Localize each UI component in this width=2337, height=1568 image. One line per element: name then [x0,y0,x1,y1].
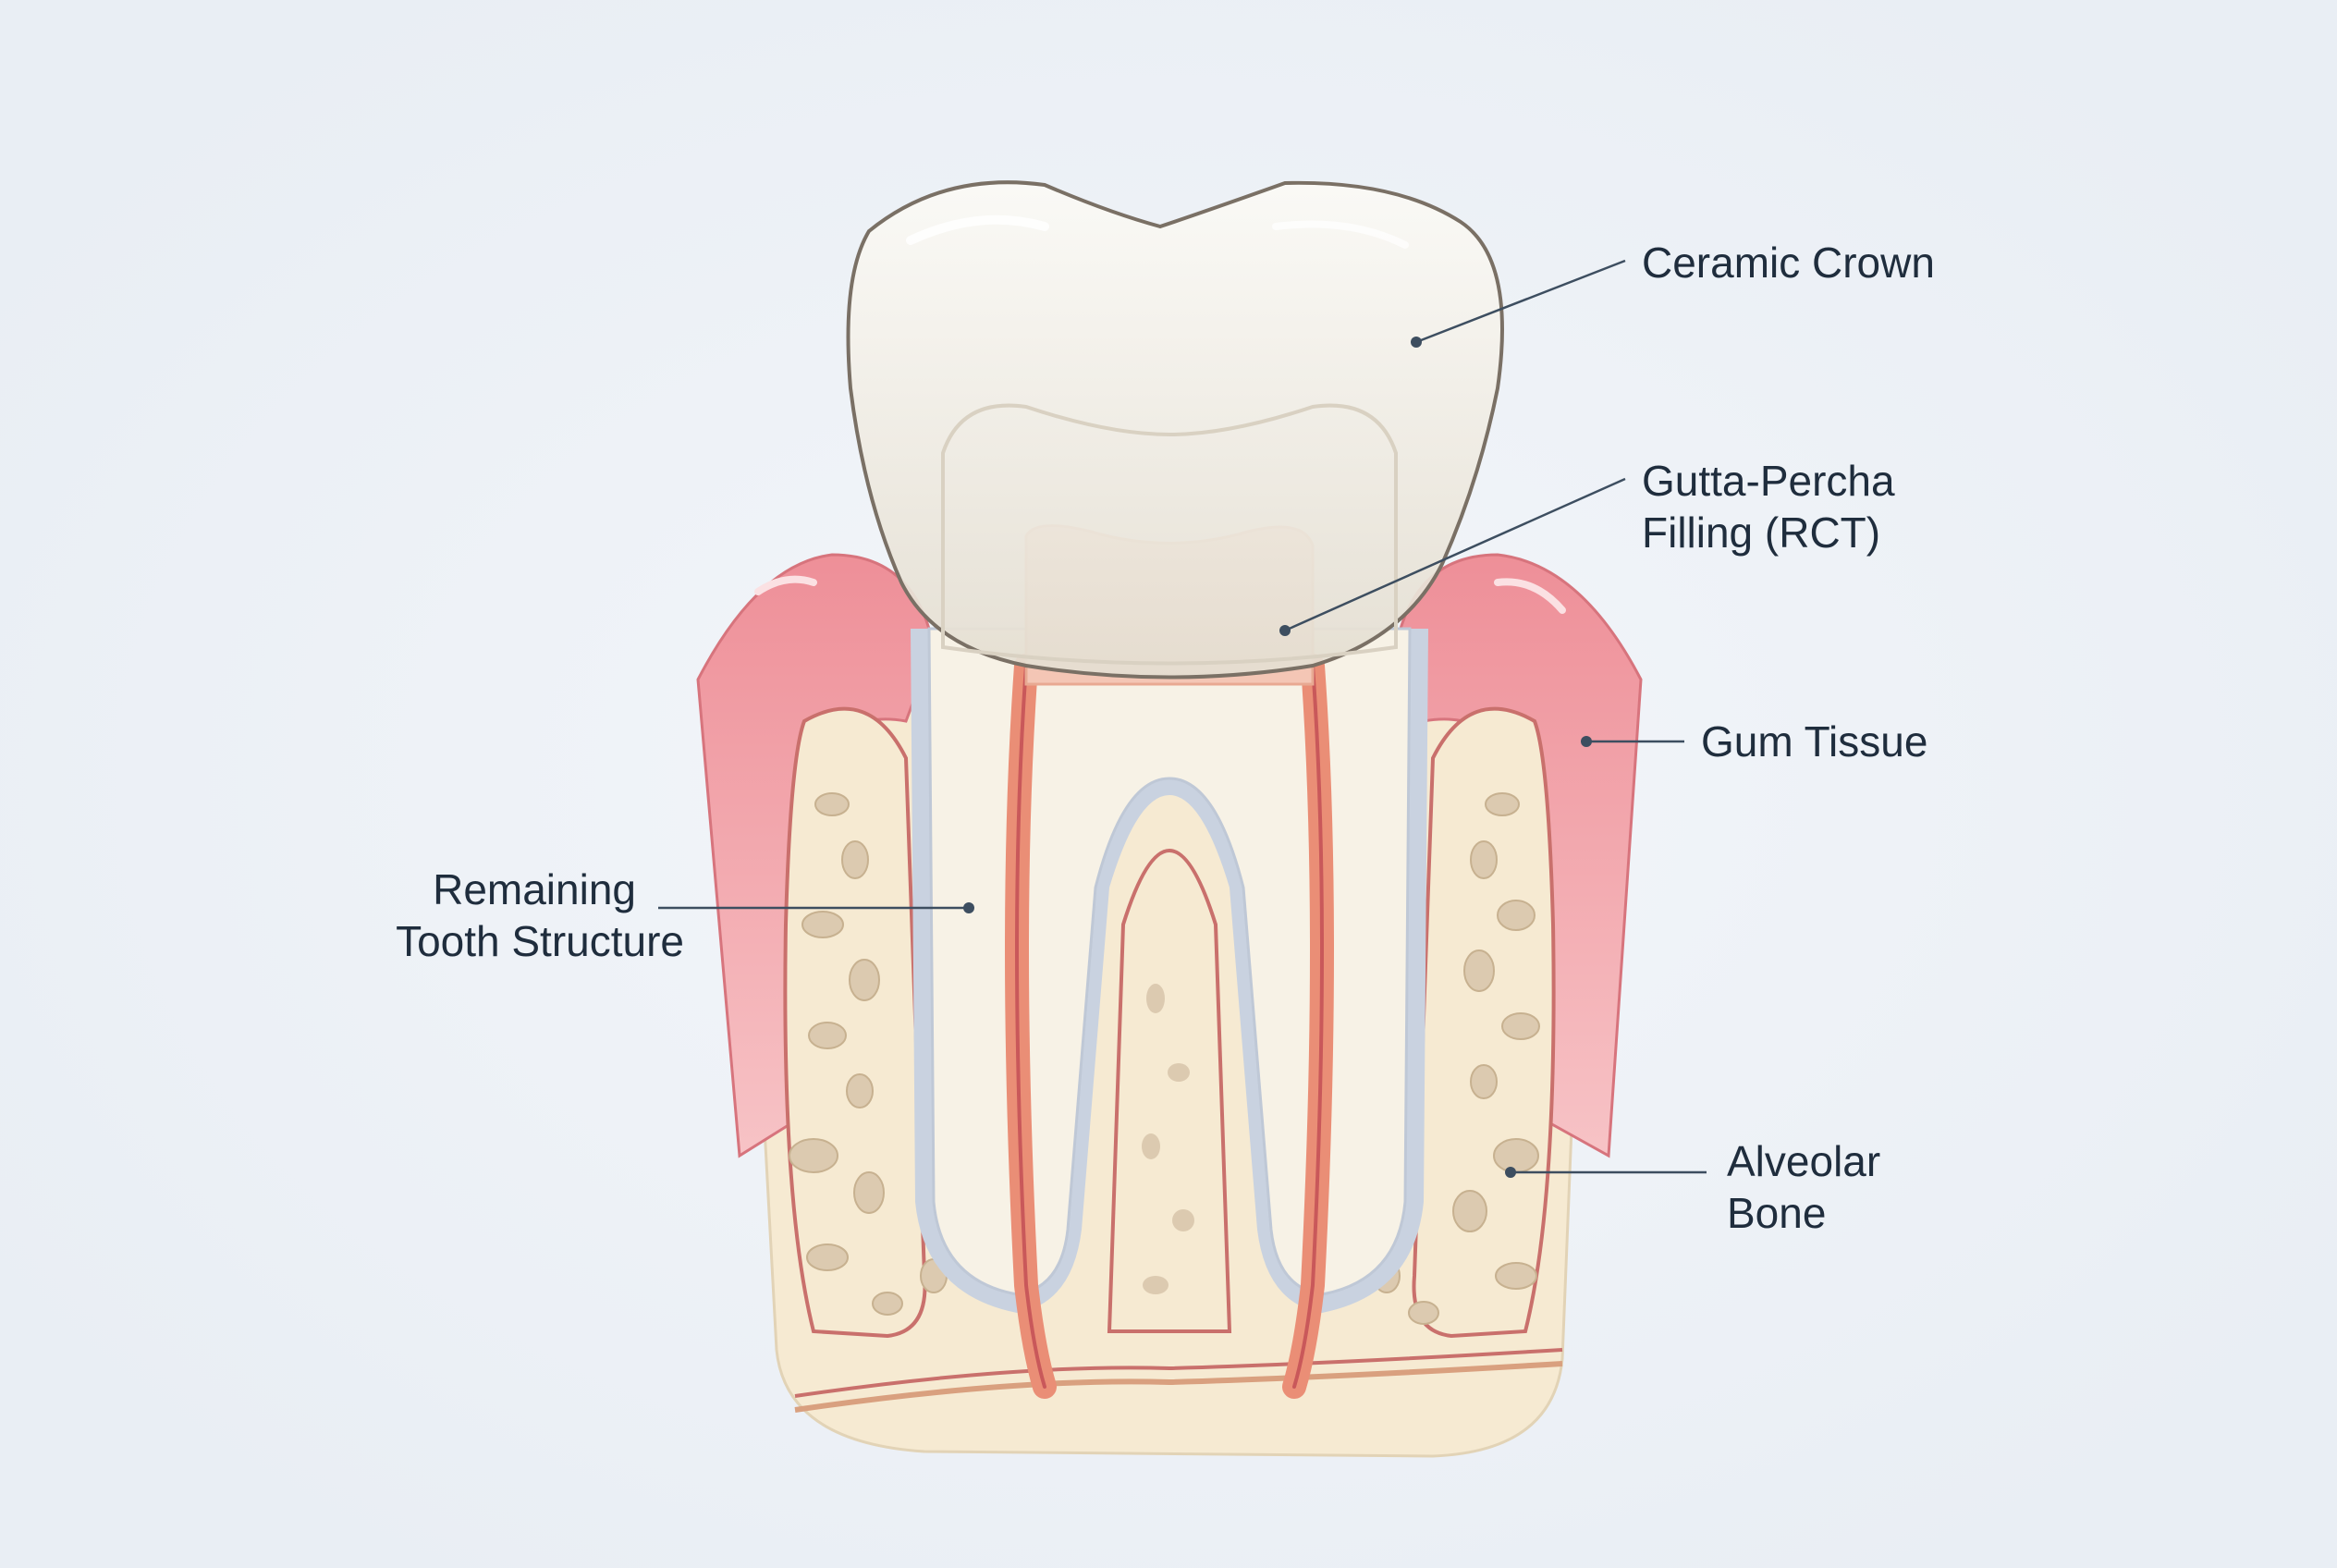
label-alveolar-line2: Bone [1727,1189,1826,1237]
ceramic-crown [846,180,1504,680]
bone-pores [789,792,1540,1325]
label-gutta-percha-line2: Filling (RCT) [1642,508,1880,557]
label-alveolar-line1: Alveolar [1727,1137,1880,1185]
socket-lining [783,706,1556,1339]
root-canals [1005,654,1334,1399]
svg-text:Filling (RCT): Filling (RCT) [1642,508,1880,557]
label-remaining-line1: Remaining [433,865,636,913]
callout-gutta-percha: Gutta-Percha Filling (RCT) [1279,457,1895,636]
svg-text:Bone: Bone [1727,1189,1826,1237]
label-ceramic-crown: Ceramic Crown [1642,239,1935,287]
callout-ceramic-crown: Ceramic Crown [1411,239,1935,348]
svg-text:Alveolar: Alveolar [1727,1137,1880,1185]
svg-text:Gutta-Percha: Gutta-Percha [1642,457,1895,505]
svg-text:Gum Tissue: Gum Tissue [1701,717,1927,766]
label-remaining-line2: Tooth Structure [396,917,684,965]
callout-gum-tissue: Gum Tissue [1581,717,1927,766]
label-gum-tissue: Gum Tissue [1701,717,1927,766]
svg-text:Tooth Structure: Tooth Structure [396,917,684,965]
callout-alveolar-bone: Alveolar Bone [1505,1137,1880,1237]
label-gutta-percha-line1: Gutta-Percha [1642,457,1895,505]
svg-text:Remaining: Remaining [433,865,636,913]
svg-text:Ceramic Crown: Ceramic Crown [1642,239,1935,287]
remaining-tooth-structure [911,627,1428,1333]
callout-remaining-tooth: Remaining Tooth Structure [396,865,974,965]
